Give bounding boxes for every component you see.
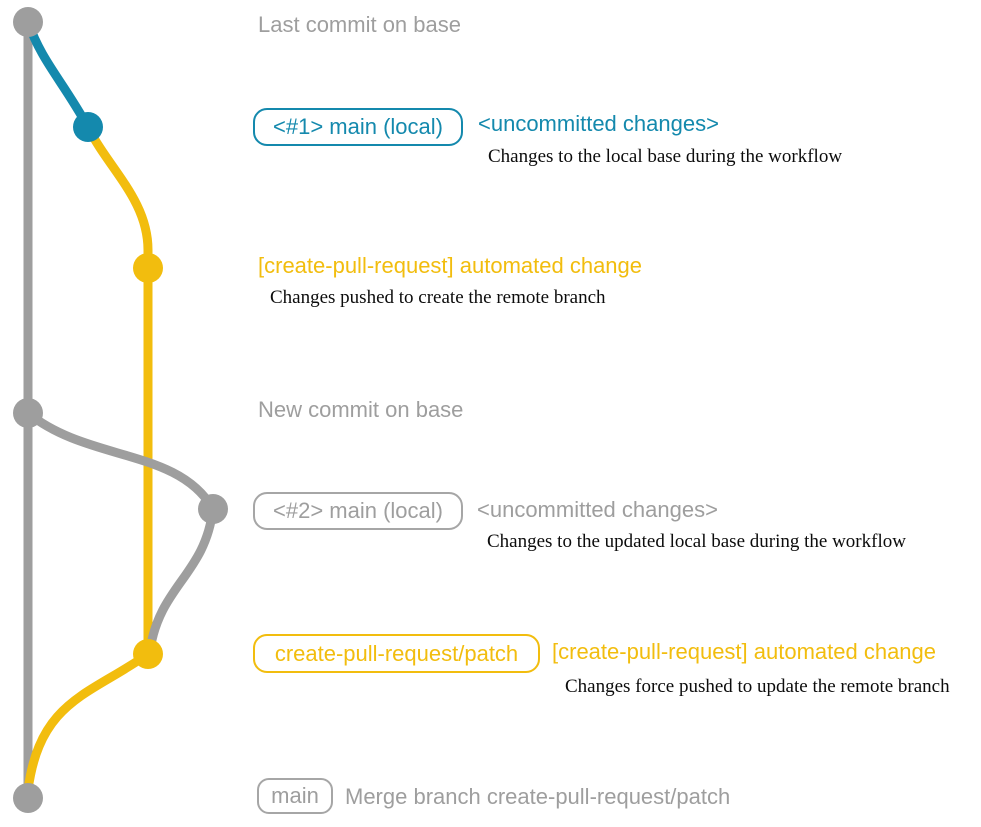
commit-node-uncommitted-2 — [198, 494, 228, 524]
annotation-automated-change-2: Changes force pushed to update the remot… — [565, 676, 950, 697]
commit-node-automated-change-2 — [133, 639, 163, 669]
commit-message-automated-change-1: [create-pull-request] automated change — [258, 253, 643, 278]
branch-line-merge-to-main — [23, 649, 153, 795]
commit-message-uncommitted-2: <uncommitted changes> — [477, 497, 718, 522]
branch-badge-main-local-2: <#2> main (local) — [253, 492, 463, 530]
commit-node-uncommitted-1 — [73, 112, 103, 142]
branch-line-create-pull-request — [83, 122, 153, 659]
annotation-uncommitted-1: Changes to the local base during the wor… — [488, 146, 843, 167]
branch-line-local-main-1 — [23, 17, 93, 132]
branch-badge-main-local-1-label: <#1> main (local) — [273, 114, 443, 139]
branch-badge-main-label: main — [271, 783, 319, 808]
branch-badge-main-local-1: <#1> main (local) — [253, 108, 463, 146]
branch-badge-main: main — [257, 778, 333, 814]
commit-message-uncommitted-1: <uncommitted changes> — [478, 111, 719, 136]
commit-node-merge — [13, 783, 43, 813]
annotation-automated-change-1: Changes pushed to create the remote bran… — [270, 287, 606, 308]
branch-badge-create-pull-request-patch-label: create-pull-request/patch — [274, 640, 519, 666]
annotation-uncommitted-2: Changes to the updated local base during… — [487, 531, 906, 552]
commit-node-automated-change-1 — [133, 253, 163, 283]
commit-message-automated-change-2: [create-pull-request] automated change — [552, 639, 937, 664]
commit-node-new-base — [13, 398, 43, 428]
branch-badge-create-pull-request-patch: create-pull-request/patch — [253, 634, 540, 673]
commit-message-new-base: New commit on base — [258, 397, 464, 422]
branch-line-local-main-2-merge — [145, 504, 218, 655]
branch-line-local-main-2 — [23, 408, 218, 514]
commit-node-last-base — [13, 7, 43, 37]
branch-badge-main-local-2-label: <#2> main (local) — [273, 498, 443, 523]
commit-message-last-base: Last commit on base — [258, 12, 461, 37]
commit-message-merge: Merge branch create-pull-request/patch — [345, 784, 731, 809]
